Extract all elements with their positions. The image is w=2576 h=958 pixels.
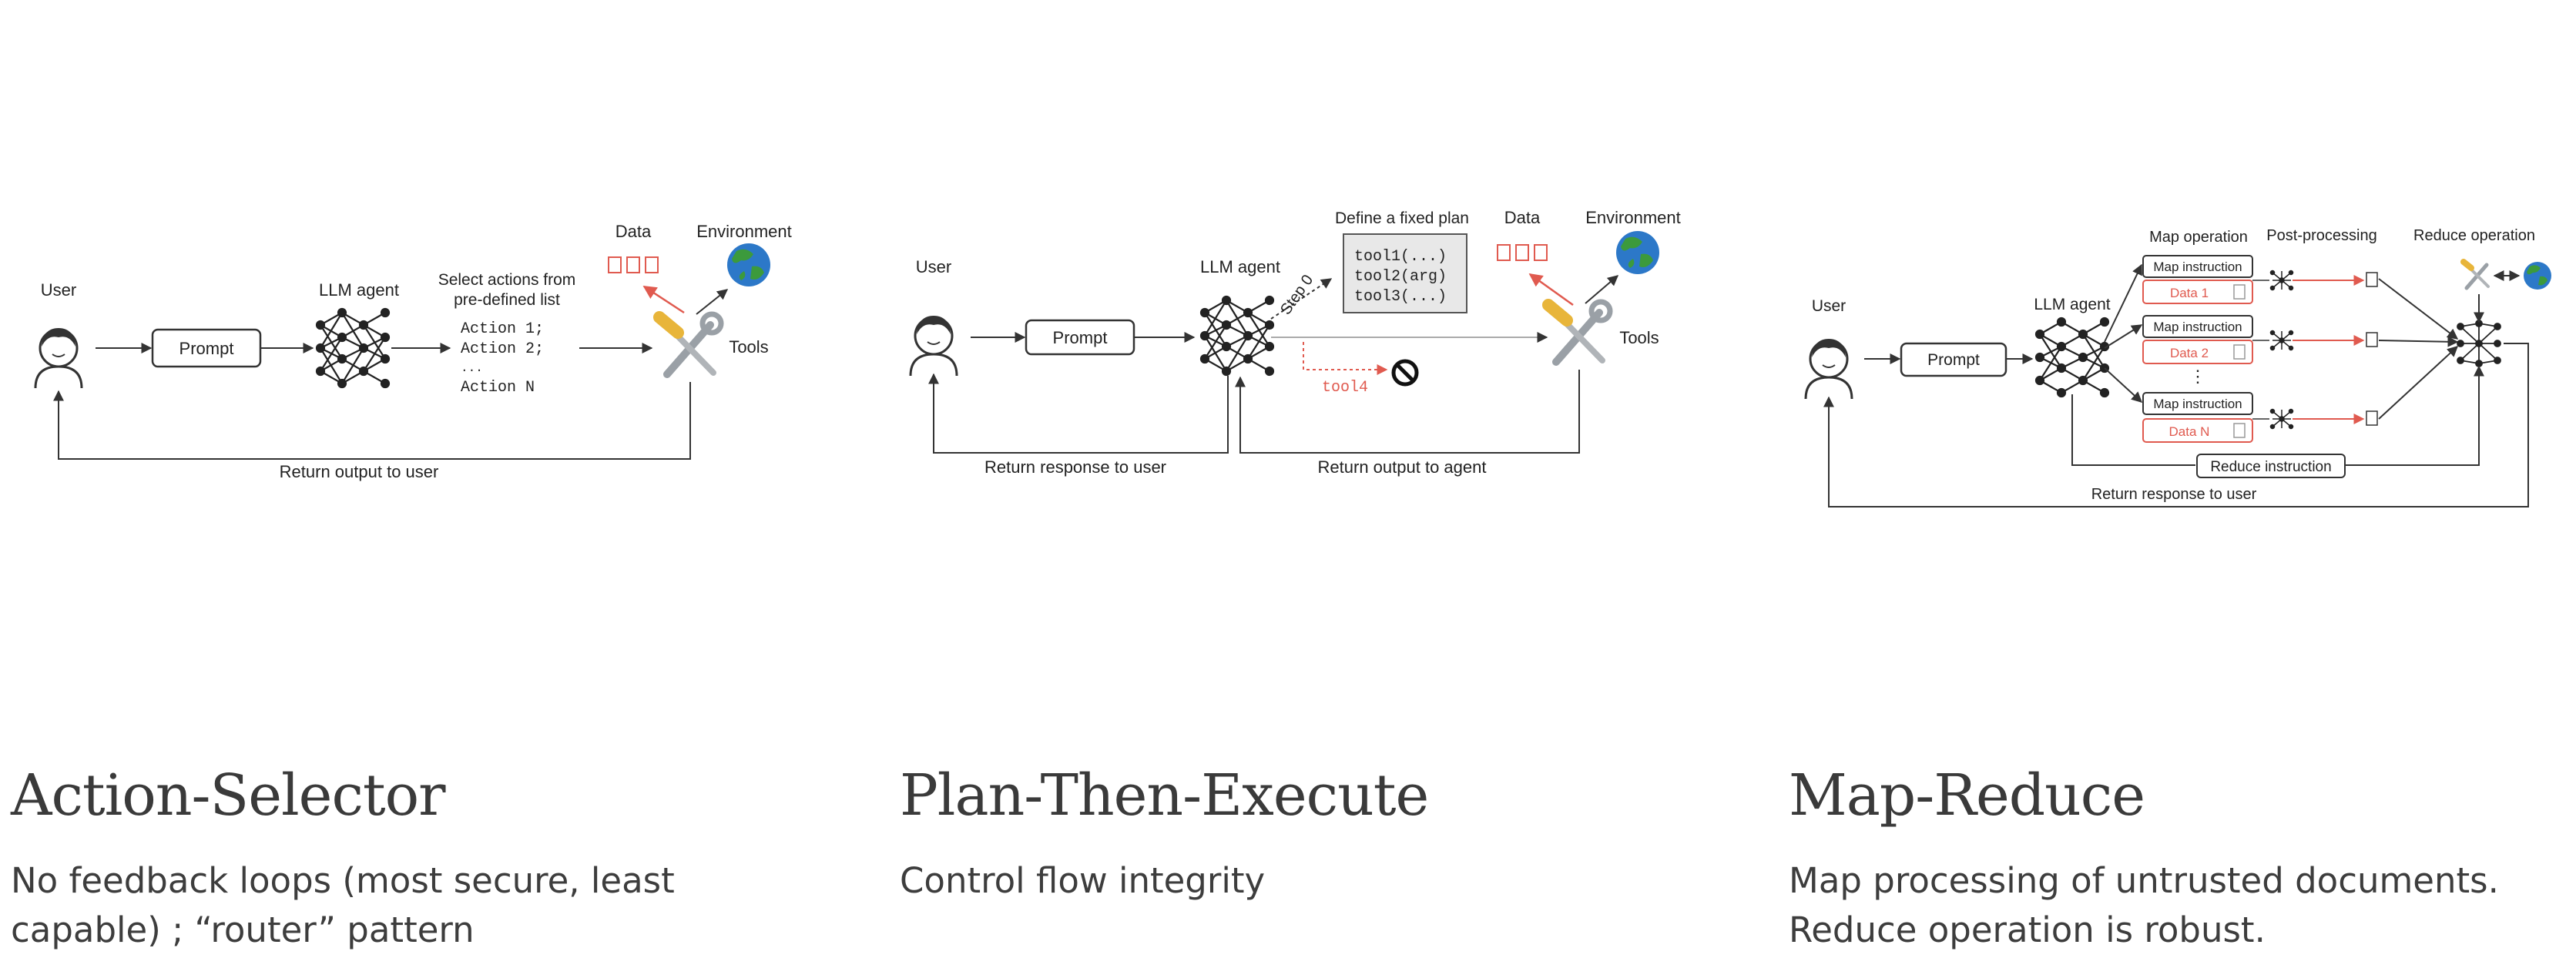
data-n-label: Data N	[2169, 424, 2210, 439]
reduce-instruction-label: Reduce instruction	[2210, 459, 2331, 475]
plan-label: Define a fixed plan	[1335, 209, 1469, 227]
data-documents-icon	[1497, 244, 1548, 261]
prompt-label: Prompt	[179, 339, 234, 358]
map-instruction-box	[2142, 392, 2253, 415]
blocked-icon	[1391, 359, 1419, 387]
return-agent-label: Return output to agent	[1318, 457, 1487, 477]
reduce-llm-icon	[2457, 320, 2501, 367]
data-n-box	[2142, 418, 2253, 443]
post-processing-label: Post-processing	[2266, 227, 2376, 244]
map-instruction-box	[2142, 315, 2253, 338]
llm-agent-network-icon	[1199, 295, 1275, 377]
user-icon	[909, 316, 958, 377]
return-output-label: Return output to user	[280, 462, 439, 481]
tools-icon	[2460, 259, 2490, 290]
environment-label: Environment	[1585, 208, 1681, 227]
tools-label: Tools	[729, 337, 768, 357]
panel-description: Control flow integrity	[900, 860, 1266, 901]
data-label: Data	[615, 222, 652, 241]
post-processed-documents-icon	[2366, 272, 2378, 426]
plan-step-2: tool2(arg)	[1354, 268, 1447, 286]
predefined-list-label: pre-defined list	[454, 291, 560, 309]
user-label: User	[916, 257, 951, 276]
map-instruction-box	[2142, 255, 2253, 278]
map-instruction-label: Map instruction	[2153, 320, 2242, 334]
tools-icon	[1542, 299, 1613, 366]
llm-agent-label: LLM agent	[319, 280, 399, 300]
user-label: User	[1812, 297, 1846, 315]
plan-then-execute-diagram: User Prompt LLM agent Step 0 Define a fi…	[894, 0, 1702, 539]
panel-map-reduce: Map-Reduce Map processing of untrusted d…	[1789, 762, 2528, 955]
plan-step-3: tool3(...)	[1354, 288, 1447, 306]
globe-icon	[1616, 231, 1659, 274]
map-operation-label: Map operation	[2149, 229, 2248, 246]
llm-agent-network-icon	[315, 307, 391, 389]
select-actions-label: Select actions from	[438, 271, 576, 289]
llm-agent-network-icon	[2034, 317, 2110, 398]
action-n: Action N	[461, 379, 535, 397]
globe-icon	[727, 243, 770, 286]
blocked-tool-label: tool4	[1322, 379, 1368, 397]
map-reduce-diagram: User Prompt LLM agent Map operation Post…	[1787, 0, 2576, 539]
panel-description: Map processing of untrusted documents. R…	[1789, 860, 2499, 950]
map-llm-icons	[2269, 270, 2294, 430]
action-2: Action 2;	[461, 340, 544, 358]
panel-action-selector: Action-Selector No feedback loops (most …	[11, 762, 750, 955]
prompt-label: Prompt	[1053, 328, 1108, 347]
globe-icon	[2524, 262, 2551, 290]
action-ellipsis: ...	[461, 361, 483, 375]
panel-plan-then-execute: Plan-Then-Execute Control flow integrity	[900, 762, 1639, 906]
reduce-operation-label: Reduce operation	[2413, 227, 2535, 244]
data-label: Data	[1504, 208, 1541, 227]
data-2-box	[2142, 340, 2253, 364]
panel-title: Plan-Then-Execute	[900, 762, 1429, 829]
action-1: Action 1;	[461, 320, 544, 338]
map-instruction-label: Map instruction	[2153, 260, 2242, 274]
action-selector-diagram: User Prompt LLM agent Select actions fro…	[0, 0, 863, 539]
tools-icon	[653, 311, 724, 378]
plan-box	[1343, 233, 1467, 313]
panel-title: Action-Selector	[11, 762, 446, 829]
data-1-label: Data 1	[2170, 286, 2209, 300]
llm-agent-label: LLM agent	[2034, 296, 2110, 313]
tools-label: Tools	[1619, 328, 1659, 347]
data-1-box	[2142, 280, 2253, 304]
environment-label: Environment	[696, 222, 792, 241]
return-response-label: Return response to user	[2091, 486, 2257, 503]
data-documents-icon	[608, 256, 659, 273]
user-icon	[1804, 339, 1853, 400]
map-instruction-label: Map instruction	[2153, 397, 2242, 411]
return-user-label: Return response to user	[984, 457, 1166, 477]
panel-description: No feedback loops (most secure, least ca…	[11, 860, 675, 950]
user-icon	[34, 328, 83, 389]
plan-step-1: tool1(...)	[1354, 248, 1447, 266]
user-label: User	[41, 280, 76, 300]
prompt-label: Prompt	[1927, 351, 1980, 369]
llm-agent-label: LLM agent	[1200, 257, 1280, 276]
panel-title: Map-Reduce	[1789, 762, 2145, 829]
data-2-label: Data 2	[2170, 346, 2209, 360]
step-0-label: Step 0	[1277, 272, 1317, 318]
branch-ellipsis: ⋮	[2189, 367, 2206, 386]
